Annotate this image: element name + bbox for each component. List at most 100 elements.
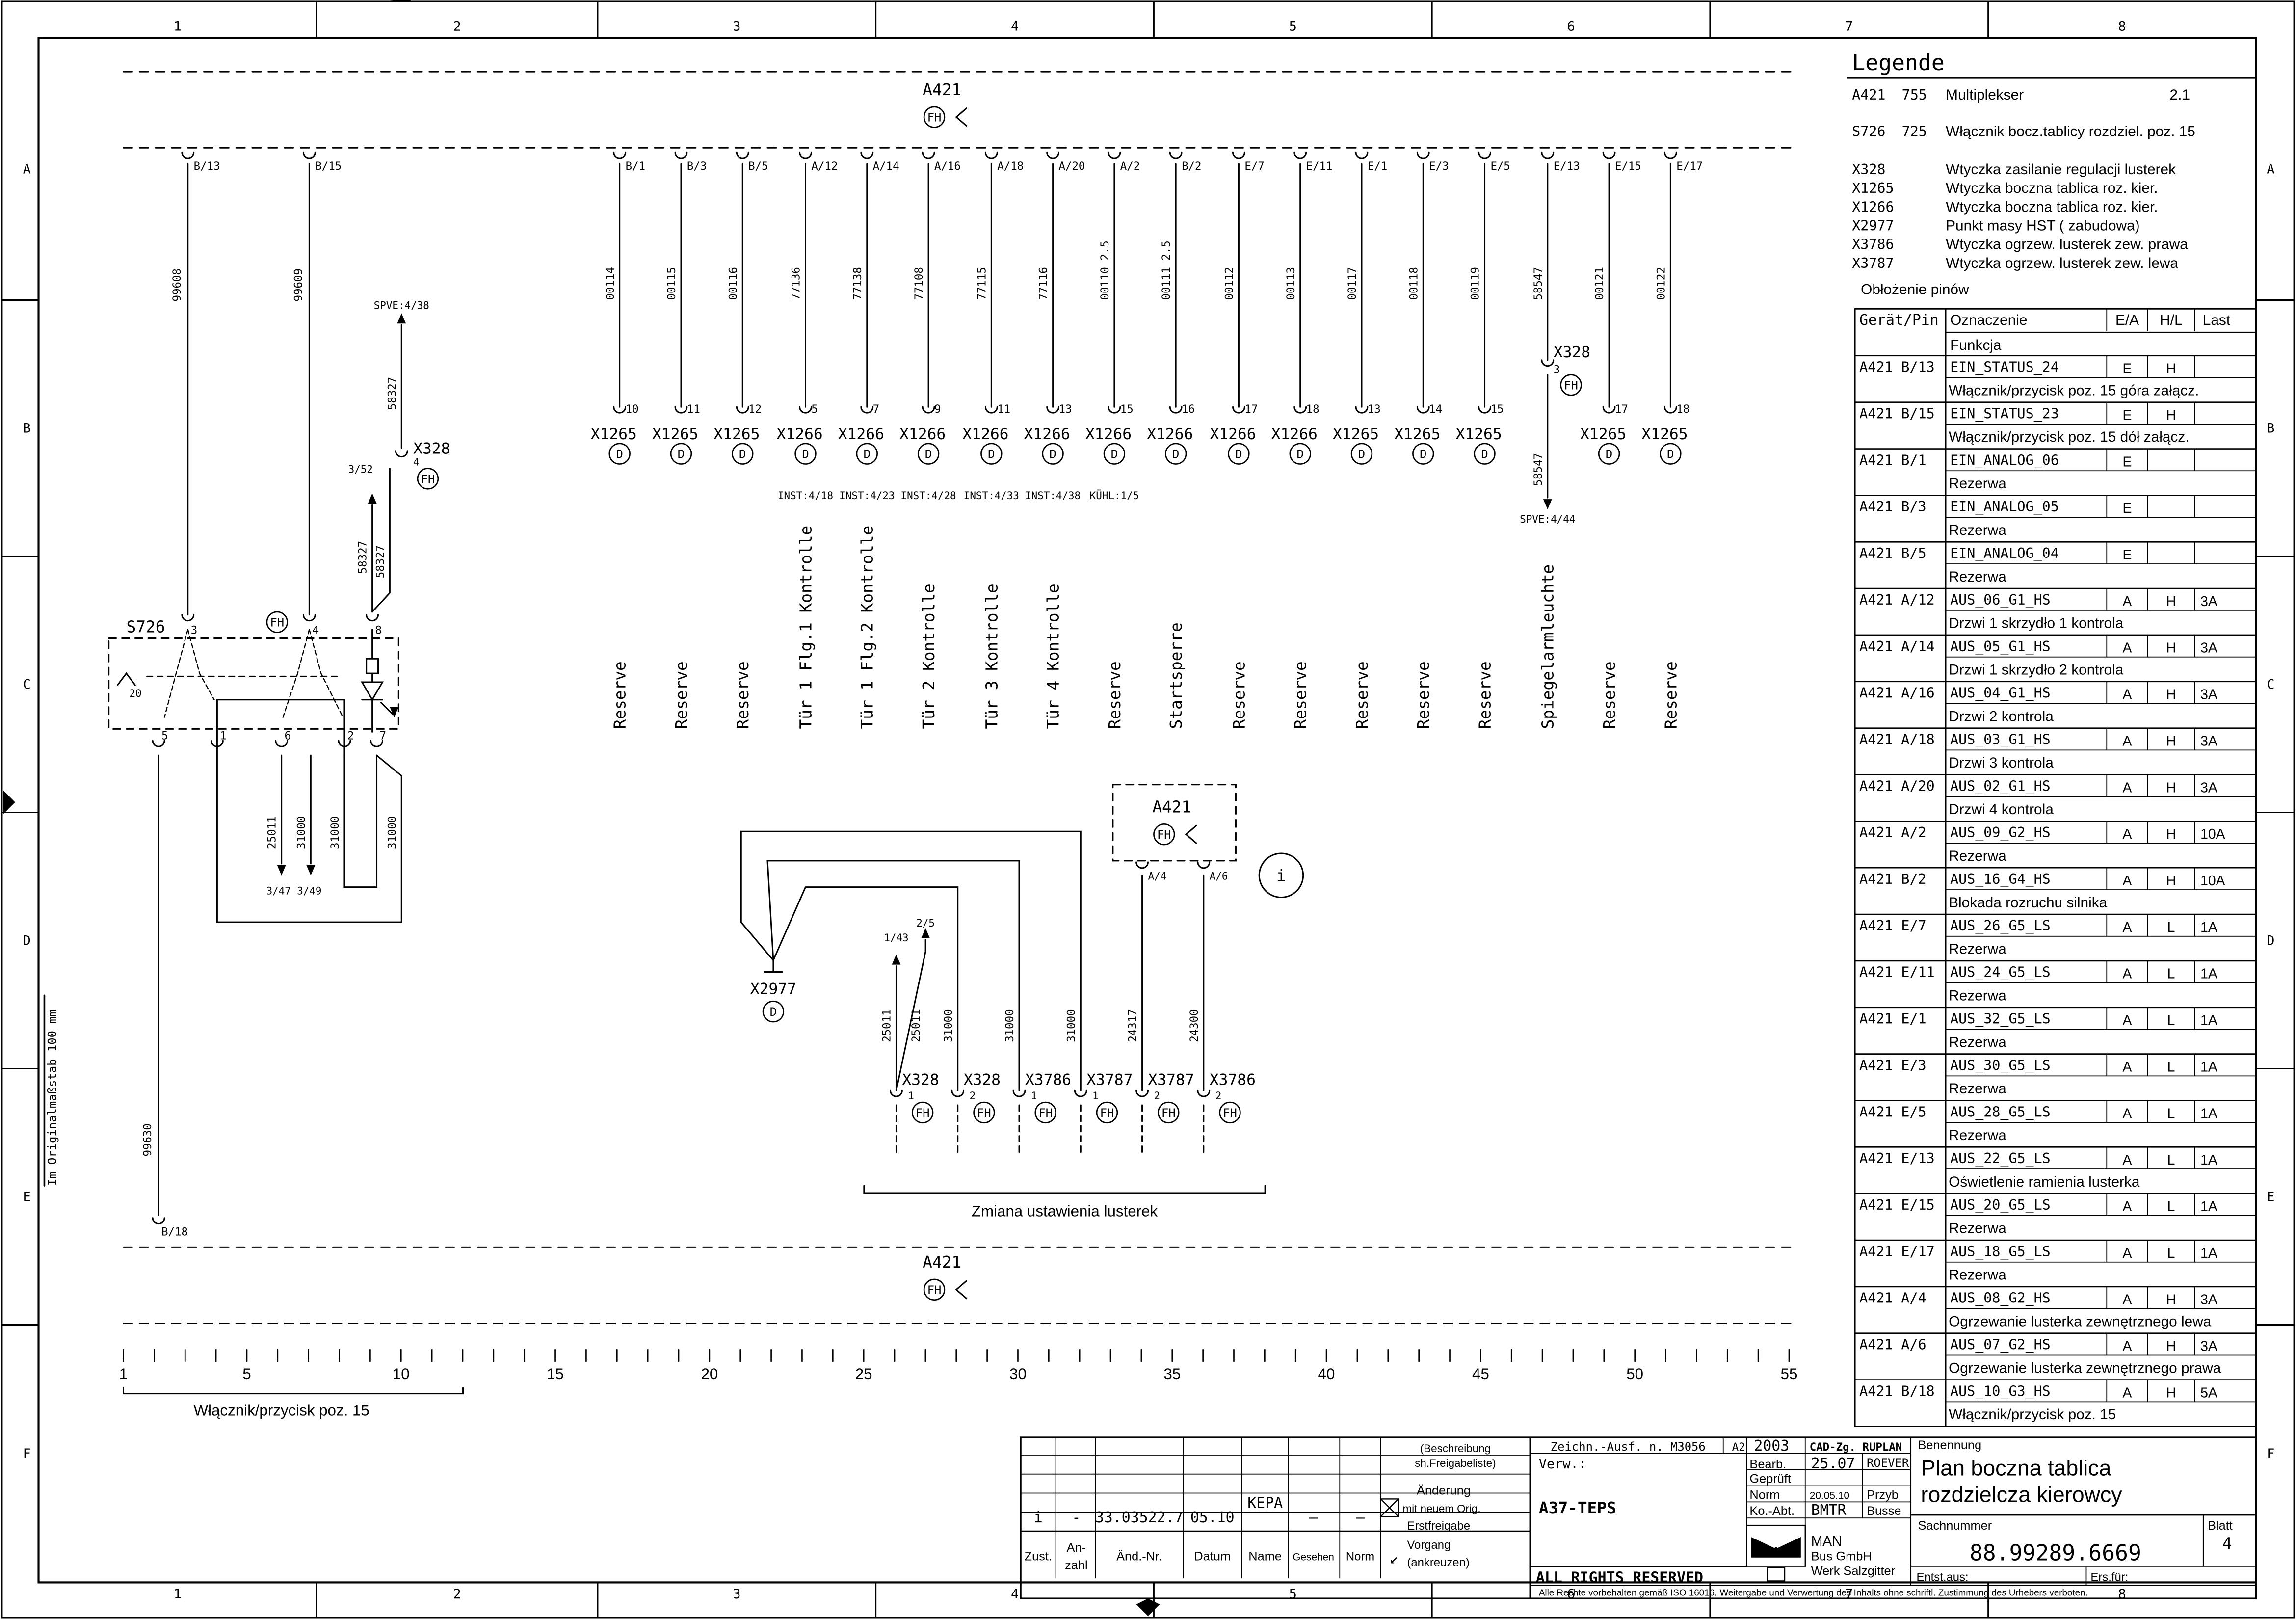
table-pin: A421 E/17 <box>1859 1244 1935 1260</box>
function-label: Startsperre <box>1167 622 1186 729</box>
pin-number: 17 <box>1244 403 1258 416</box>
wire-number: 31000 <box>1003 1009 1016 1042</box>
table-signal: AUS_32_G5_LS <box>1950 1011 2051 1028</box>
wire-line <box>740 830 1082 1091</box>
pin-socket <box>1012 1089 1026 1097</box>
table-last: 1A <box>2200 920 2217 935</box>
d-badge <box>1103 443 1126 465</box>
wire-line <box>216 699 402 923</box>
switch-contact <box>187 629 215 700</box>
rev-col-head: Datum <box>1194 1550 1231 1564</box>
table-ea: A <box>2123 1106 2132 1121</box>
table-ea: A <box>2123 1292 2132 1308</box>
pin-number: 2 <box>1154 1090 1160 1102</box>
tb-format: A2 <box>1732 1441 1745 1454</box>
table-hl: L <box>2167 1059 2175 1075</box>
pin-socket <box>1135 1089 1149 1097</box>
fh-badge-text: FH <box>1161 1106 1176 1120</box>
table-last: 3A <box>2200 687 2217 703</box>
pin-socket <box>1541 359 1555 367</box>
table-signal: AUS_18_G5_LS <box>1950 1244 2051 1260</box>
connector-name: X1265 <box>1333 425 1379 443</box>
connector-name: X3787 <box>1086 1071 1133 1088</box>
pin-socket <box>674 151 688 159</box>
table-signal: EIN_ANALOG_05 <box>1950 499 2059 515</box>
pin-socket <box>181 614 195 622</box>
ruler-number: 1 <box>119 1365 128 1382</box>
arrow-head <box>277 865 286 876</box>
table-ea: A <box>2123 594 2132 610</box>
rev-name: KEPA <box>1247 1494 1283 1512</box>
pin-label: E/11 <box>1306 160 1333 173</box>
table-last: 1A <box>2200 1059 2217 1075</box>
bracket <box>863 1185 1266 1194</box>
connector-name: X1266 <box>1147 425 1193 443</box>
connector-name: X328 <box>964 1071 1001 1088</box>
table-pin: A421 B/13 <box>1859 359 1935 375</box>
fh-badge-text: FH <box>1100 1106 1114 1120</box>
connector-name: X1266 <box>1024 425 1070 443</box>
d-badge <box>856 443 878 465</box>
wire-number: 25011 <box>881 1009 894 1042</box>
pin-socket <box>1108 406 1121 414</box>
wire-number: 00113 <box>1285 267 1297 300</box>
pin-socket <box>1169 406 1183 414</box>
column-marker: 3 <box>733 1587 740 1602</box>
rev-col-head: Änd.-Nr. <box>1116 1550 1162 1564</box>
table-pin: A421 B/2 <box>1859 871 1926 887</box>
tb-norm-date: 20.05.10 <box>1810 1490 1849 1501</box>
legend-number: 725 <box>1902 123 1927 139</box>
module-name: A421 <box>1152 797 1191 816</box>
wire-number: 31000 <box>329 816 342 849</box>
pin-socket <box>1135 861 1149 869</box>
table-pin: A421 A/12 <box>1859 592 1935 608</box>
tb-sach-label: Sachnummer <box>1918 1519 1992 1533</box>
connector-name: X328 <box>1554 344 1590 361</box>
d-badge <box>762 1000 785 1023</box>
table-hl: H <box>2166 1385 2176 1401</box>
d-badge <box>1598 443 1620 465</box>
function-label: Spiegelarmleuchte <box>1539 564 1557 729</box>
function-label: Tür 3 Kontrolle <box>982 584 1001 729</box>
pin-socket <box>951 1089 965 1097</box>
pin-socket <box>674 406 688 414</box>
table-ea: E <box>2123 407 2132 423</box>
table-header: Oznaczenie <box>1950 312 2027 328</box>
lamp-resistor <box>366 658 379 674</box>
d-badge <box>670 443 692 465</box>
table-last: 3A <box>2200 733 2217 749</box>
d-badge <box>917 443 940 465</box>
table-pin: A421 B/15 <box>1859 405 1935 422</box>
legend-text: Wtyczka boczna tablica roz. kier. <box>1946 180 2158 196</box>
table-signal: AUS_07_G2_HS <box>1950 1337 2051 1354</box>
man-logo-box <box>1746 1524 1806 1567</box>
function-label: Reserve <box>1353 661 1372 729</box>
rev-anzahl: - <box>1072 1509 1081 1526</box>
row-marker: A <box>2267 161 2274 177</box>
switch-s726-box <box>108 637 399 730</box>
wire-number: 77108 <box>913 267 925 300</box>
pin-socket <box>799 406 812 414</box>
connector-name: X1266 <box>899 425 946 443</box>
pin-socket <box>1169 151 1183 159</box>
pin-socket <box>1663 406 1677 414</box>
table-ea: A <box>2123 1152 2132 1168</box>
column-marker: 2 <box>453 19 461 34</box>
cross-reference: SPVE:4/38 <box>374 299 429 311</box>
man-logo-text: MAN <box>1766 1545 1787 1559</box>
fh-badge-text: FH <box>977 1106 991 1120</box>
pin-socket <box>736 406 749 414</box>
table-ea: A <box>2123 920 2132 935</box>
wire-number: 24317 <box>1127 1009 1139 1042</box>
table-pin: A421 E/5 <box>1859 1104 1926 1120</box>
table-signal: AUS_03_G1_HS <box>1950 731 2051 748</box>
table-hl: L <box>2167 1199 2175 1215</box>
pin-label: E/17 <box>1676 160 1703 173</box>
pin-number: 7 <box>873 403 879 416</box>
pin-label: B/5 <box>748 160 768 173</box>
table-signal: AUS_08_G2_HS <box>1950 1290 2051 1307</box>
ruler-number: 35 <box>1163 1365 1181 1382</box>
pin-socket <box>799 151 812 159</box>
lamp-led-icon <box>380 702 394 716</box>
pin-number: 13 <box>1059 403 1072 416</box>
